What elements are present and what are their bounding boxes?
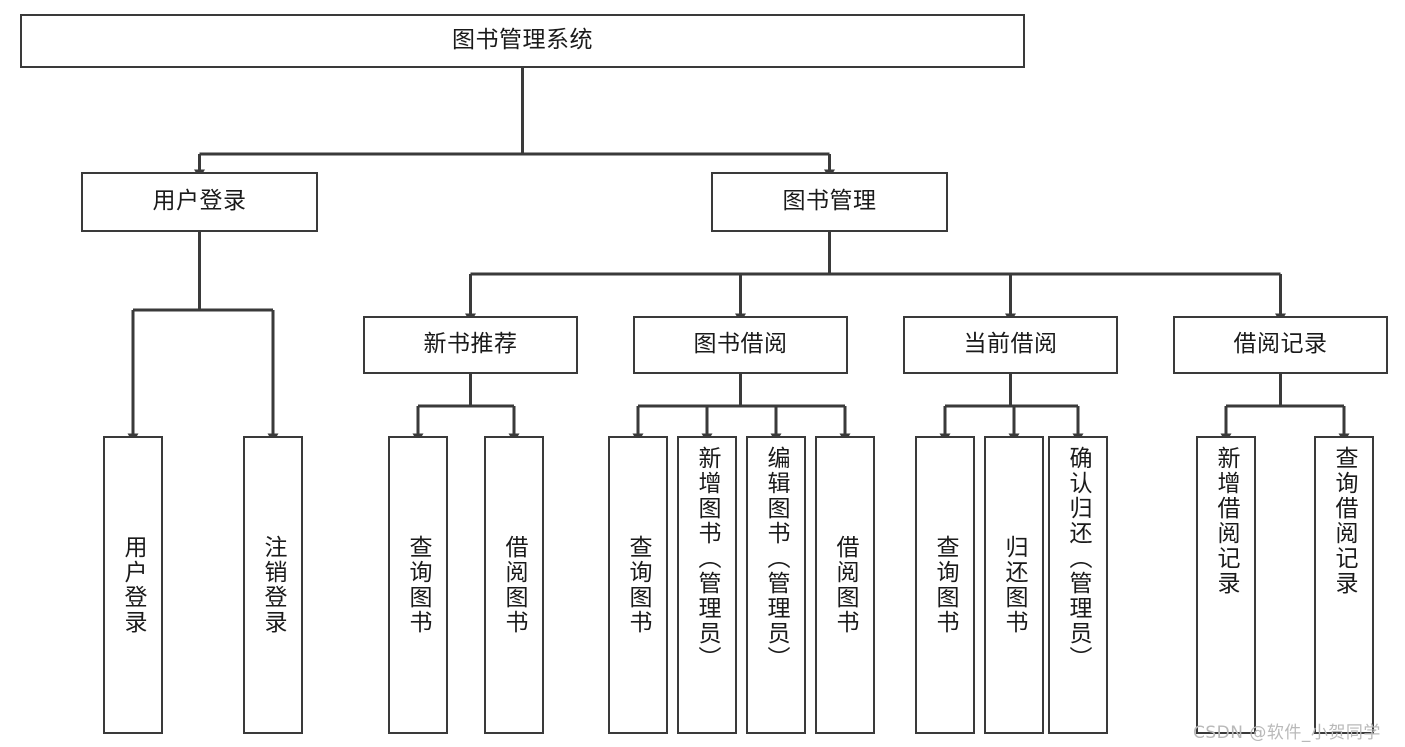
node-label: 用户登录 <box>120 535 147 635</box>
node-label: 查询图书 <box>625 535 652 635</box>
node-label: 图书管理 <box>782 188 877 215</box>
node-当前借阅[interactable]: 当前借阅 <box>903 316 1118 374</box>
node-label: 编辑图书（管理员） <box>763 446 790 671</box>
node-借阅图书[interactable]: 借阅图书 <box>484 436 544 734</box>
node-查询借阅记录[interactable]: 查询借阅记录 <box>1314 436 1374 734</box>
node-注销登录[interactable]: 注销登录 <box>243 436 303 734</box>
node-查询图书[interactable]: 查询图书 <box>388 436 448 734</box>
node-新增借阅记录[interactable]: 新增借阅记录 <box>1196 436 1256 734</box>
node-查询图书[interactable]: 查询图书 <box>608 436 668 734</box>
node-label: 归还图书 <box>1001 535 1028 635</box>
node-label: 借阅图书 <box>501 535 528 635</box>
node-借阅图书[interactable]: 借阅图书 <box>815 436 875 734</box>
node-label: 查询图书 <box>932 535 959 635</box>
node-label: 图书管理系统 <box>452 27 593 54</box>
node-新书推荐[interactable]: 新书推荐 <box>363 316 578 374</box>
node-label: 借阅图书 <box>832 535 859 635</box>
node-确认归还管理员[interactable]: 确认归还（管理员） <box>1048 436 1108 734</box>
node-用户登录[interactable]: 用户登录 <box>103 436 163 734</box>
node-编辑图书管理员[interactable]: 编辑图书（管理员） <box>746 436 806 734</box>
node-label: 用户登录 <box>152 188 247 215</box>
node-label: 新书推荐 <box>423 331 518 358</box>
node-label: 新增图书（管理员） <box>694 446 721 671</box>
node-label: 图书借阅 <box>693 331 788 358</box>
node-查询图书[interactable]: 查询图书 <box>915 436 975 734</box>
node-label: 查询图书 <box>405 535 432 635</box>
node-label: 新增借阅记录 <box>1213 446 1240 596</box>
node-归还图书[interactable]: 归还图书 <box>984 436 1044 734</box>
csdn-watermark: CSDN @软件_小贺同学 <box>1193 723 1381 743</box>
node-图书管理系统[interactable]: 图书管理系统 <box>20 14 1025 68</box>
node-图书借阅[interactable]: 图书借阅 <box>633 316 848 374</box>
node-label: 确认归还（管理员） <box>1065 446 1092 671</box>
node-新增图书管理员[interactable]: 新增图书（管理员） <box>677 436 737 734</box>
node-借阅记录[interactable]: 借阅记录 <box>1173 316 1388 374</box>
node-label: 借阅记录 <box>1233 331 1328 358</box>
node-label: 当前借阅 <box>963 331 1058 358</box>
node-label: 查询借阅记录 <box>1331 446 1358 596</box>
node-图书管理[interactable]: 图书管理 <box>711 172 948 232</box>
node-用户登录[interactable]: 用户登录 <box>81 172 318 232</box>
node-label: 注销登录 <box>260 535 287 635</box>
